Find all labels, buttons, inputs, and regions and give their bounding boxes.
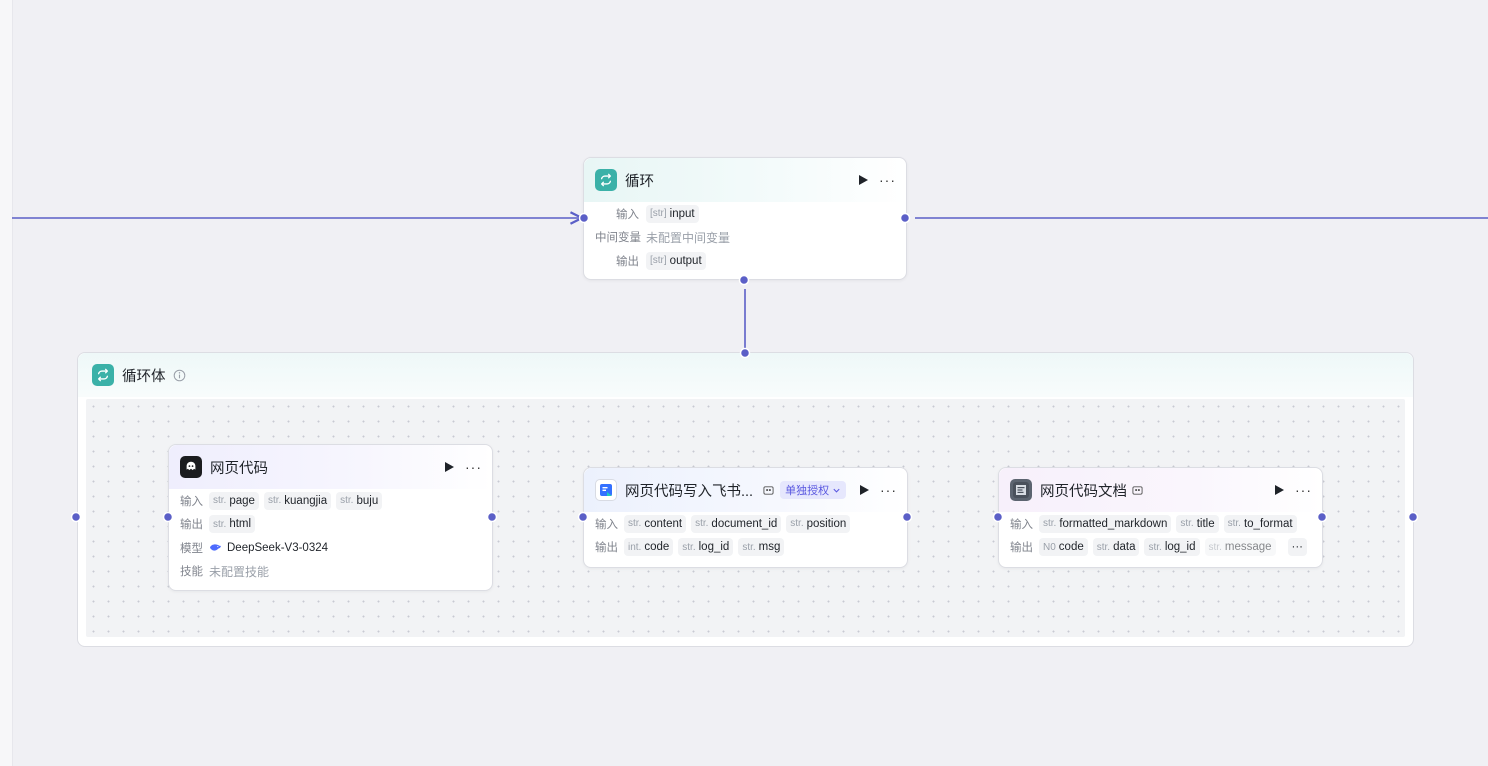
plugin-badge-icon — [763, 485, 774, 496]
param-tag: str.kuangjia — [264, 492, 331, 510]
play-icon — [858, 174, 869, 186]
loop-node[interactable]: 循环 ··· 输入 [str]input 中间变量 未配置中间变量 输出 [st… — [583, 157, 907, 280]
code-doc-output-label: 输出 — [1010, 539, 1039, 555]
loop-input-label: 输入 — [595, 206, 646, 222]
feishu-output-row: 输出 int.code str.log_id str.msg — [595, 536, 897, 560]
play-icon — [859, 484, 870, 496]
loop-node-title: 循环 — [625, 170, 654, 191]
param-tag: str.page — [209, 492, 259, 510]
code-llm-output-row: 输出 str.html — [180, 513, 482, 537]
loop-body-header: 循环体 — [78, 353, 1413, 397]
code-doc-node-title: 网页代码文档 — [1040, 480, 1127, 501]
param-tag: str.log_id — [1144, 538, 1199, 556]
code-doc-run-button[interactable] — [1271, 482, 1287, 498]
code-llm-node-title: 网页代码 — [210, 457, 268, 478]
loop-middle-label: 中间变量 — [595, 229, 646, 245]
feishu-write-node[interactable]: 网页代码写入飞书... 单独授权 ··· 输入 str.content str.… — [583, 467, 908, 568]
param-tag: str.data — [1093, 538, 1140, 556]
code-llm-input-label: 输入 — [180, 493, 209, 509]
param-tag: str.to_format — [1224, 515, 1297, 533]
param-tag: str.content — [624, 515, 686, 533]
feishu-doc-icon — [595, 479, 617, 501]
code-llm-skill-label: 技能 — [180, 563, 209, 579]
code-doc-input-row: 输入 str.formatted_markdown str.title str.… — [1010, 512, 1312, 536]
param-tag: N0code — [1039, 538, 1088, 556]
code-llm-model-label: 模型 — [180, 540, 209, 556]
model-selector[interactable]: DeepSeek-V3-0324 — [209, 542, 328, 554]
loop-arrows-icon — [595, 169, 617, 191]
loop-middle-row: 中间变量 未配置中间变量 — [595, 226, 896, 250]
param-tag-faded: str.message — [1205, 538, 1276, 556]
loop-output-tag: [str]output — [646, 252, 706, 270]
feishu-input-row: 输入 str.content str.document_id str.posit… — [595, 512, 897, 536]
llm-face-icon — [180, 456, 202, 478]
play-icon — [1274, 484, 1285, 496]
code-doc-node-header: 网页代码文档 ··· — [999, 468, 1322, 512]
code-doc-node[interactable]: 网页代码文档 ··· 输入 str.formatted_markdown str… — [998, 467, 1323, 568]
more-outputs-button[interactable]: ··· — [1288, 538, 1308, 556]
param-tag: str.buju — [336, 492, 382, 510]
loop-input-row: 输入 [str]input — [595, 202, 896, 226]
param-tag: str.title — [1176, 515, 1218, 533]
loop-body-title: 循环体 — [122, 365, 166, 386]
code-llm-output-label: 输出 — [180, 516, 209, 532]
feishu-more-button[interactable]: ··· — [880, 482, 897, 498]
code-llm-more-button[interactable]: ··· — [465, 459, 482, 475]
code-doc-more-button[interactable]: ··· — [1295, 482, 1312, 498]
feishu-run-button[interactable] — [856, 482, 872, 498]
code-llm-skill-row: 技能 未配置技能 — [180, 560, 482, 584]
feishu-write-node-header: 网页代码写入飞书... 单独授权 ··· — [584, 468, 907, 512]
plugin-badge-icon — [1132, 485, 1143, 496]
loop-output-label: 输出 — [595, 253, 646, 269]
param-tag: str.formatted_markdown — [1039, 515, 1171, 533]
chevron-down-icon — [832, 486, 841, 495]
code-llm-node-header: 网页代码 ··· — [169, 445, 492, 489]
code-doc-output-row: 输出 N0code str.data str.log_id str.messag… — [1010, 536, 1312, 560]
loop-node-header: 循环 ··· — [584, 158, 906, 202]
loop-input-tag: [str]input — [646, 205, 699, 223]
doc-plugin-icon — [1010, 479, 1032, 501]
code-llm-skill-value: 未配置技能 — [209, 563, 269, 580]
param-tag: int.code — [624, 538, 673, 556]
code-llm-input-row: 输入 str.page str.kuangjia str.buju — [180, 489, 482, 513]
loop-arrows-icon — [92, 364, 114, 386]
param-tag: str.document_id — [691, 515, 781, 533]
code-doc-input-label: 输入 — [1010, 516, 1039, 532]
code-llm-node[interactable]: 网页代码 ··· 输入 str.page str.kuangjia str.bu… — [168, 444, 493, 591]
auth-dropdown[interactable]: 单独授权 — [780, 481, 846, 499]
loop-more-button[interactable]: ··· — [879, 172, 896, 188]
param-tag: str.log_id — [678, 538, 733, 556]
play-icon — [444, 461, 455, 473]
param-tag: str.position — [786, 515, 850, 533]
feishu-output-label: 输出 — [595, 539, 624, 555]
deepseek-whale-icon — [209, 542, 222, 553]
info-icon[interactable] — [173, 369, 186, 382]
param-tag: str.html — [209, 515, 255, 533]
param-tag: str.msg — [738, 538, 784, 556]
loop-run-button[interactable] — [855, 172, 871, 188]
feishu-input-label: 输入 — [595, 516, 624, 532]
code-llm-model-row: 模型 DeepSeek-V3-0324 — [180, 536, 482, 560]
code-llm-run-button[interactable] — [441, 459, 457, 475]
feishu-write-node-title: 网页代码写入飞书... — [625, 480, 753, 501]
loop-middle-value: 未配置中间变量 — [646, 229, 730, 246]
loop-output-row: 输出 [str]output — [595, 249, 896, 273]
